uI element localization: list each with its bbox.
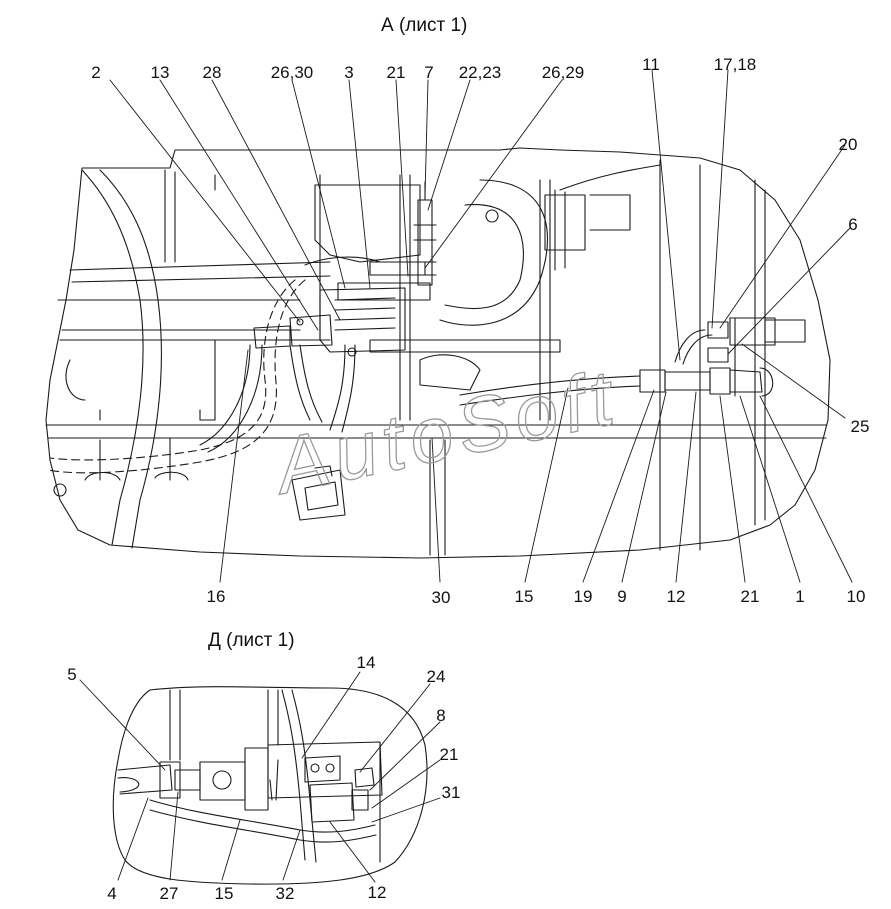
callout-label: 6 (848, 215, 857, 234)
callout-label: 17,18 (714, 55, 757, 74)
view-a-title: А (лист 1) (381, 15, 468, 36)
view-d-title: Д (лист 1) (208, 630, 295, 651)
view-d-callouts: 5 14 24 8 21 31 4 27 15 32 12 (67, 653, 460, 903)
callout-label: 25 (851, 417, 870, 436)
callout-label: 24 (427, 667, 446, 686)
callout-label: 5 (67, 665, 76, 684)
callout-label: 26,29 (542, 63, 585, 82)
callout-label: 4 (107, 884, 116, 903)
callout-label: 22,23 (459, 63, 502, 82)
view-d-drawing (112, 686, 428, 885)
callout-label: 10 (847, 587, 866, 606)
view-d-leaders (79, 671, 441, 883)
view-a-leaders (109, 69, 853, 583)
callout-label: 16 (207, 587, 226, 606)
callout-label: 26,30 (271, 63, 314, 82)
callout-label: 28 (203, 63, 222, 82)
callout-label: 15 (215, 884, 234, 903)
callout-label: 30 (432, 588, 451, 607)
callout-label: 2 (91, 63, 100, 82)
callout-label: 11 (642, 55, 660, 74)
callout-label: 19 (574, 587, 593, 606)
callout-label: 1 (795, 587, 804, 606)
callout-label: 14 (357, 653, 376, 672)
callout-label: 7 (424, 63, 433, 82)
callout-label: 13 (151, 63, 170, 82)
callout-label: 12 (368, 883, 387, 902)
callout-label: 32 (276, 884, 295, 903)
callout-label: 9 (617, 587, 626, 606)
callout-label: 8 (436, 706, 445, 725)
view-a-callouts: 2 13 28 26,30 3 21 7 22,23 26,29 11 17,18 20 6 25 16 30… (91, 55, 869, 607)
callout-label: 27 (160, 884, 179, 903)
callout-label: 3 (344, 63, 353, 82)
callout-label: 15 (515, 587, 534, 606)
callout-label: 12 (667, 587, 686, 606)
callout-label: 21 (741, 587, 760, 606)
view-a-drawing (45, 147, 831, 559)
callout-label: 21 (440, 745, 459, 764)
callout-label: 21 (387, 63, 406, 82)
callout-label: 20 (839, 135, 858, 154)
callout-label: 31 (442, 783, 461, 802)
